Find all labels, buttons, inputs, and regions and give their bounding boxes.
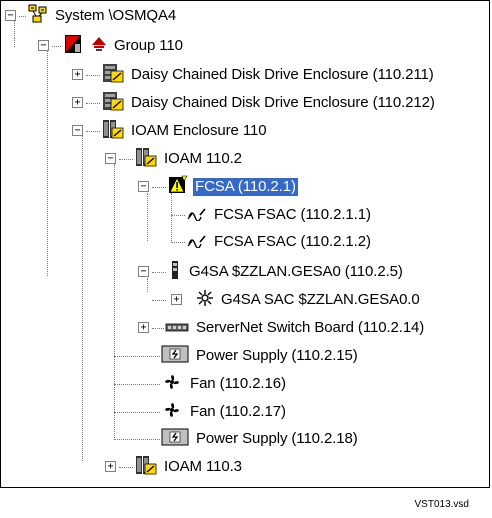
tree-line bbox=[119, 467, 133, 468]
tree-line bbox=[147, 193, 148, 241]
tree-node-disk-enclosure-212[interactable]: Daisy Chained Disk Drive Enclosure (110.… bbox=[102, 91, 437, 115]
fsac-icon bbox=[187, 232, 207, 252]
power-supply-icon bbox=[161, 345, 189, 367]
disk-enclosure-icon bbox=[102, 91, 124, 115]
tree-line bbox=[171, 242, 185, 243]
expand-toggle[interactable]: + bbox=[105, 461, 116, 472]
collapse-toggle[interactable]: − bbox=[138, 181, 149, 192]
expand-toggle[interactable]: + bbox=[171, 294, 182, 305]
tree-node-label: Fan (110.2.17) bbox=[190, 403, 286, 420]
tree-line bbox=[19, 16, 26, 17]
collapse-toggle[interactable]: − bbox=[72, 125, 83, 136]
tree-line bbox=[114, 164, 115, 438]
tree-node-g4sa-sac[interactable]: G4SA SAC $ZZLAN.GESA0.0 bbox=[196, 290, 422, 310]
tree-view: − System \OSMQA4 − bbox=[0, 0, 490, 488]
tree-line bbox=[152, 272, 166, 273]
tree-node-ioam-enclosure[interactable]: IOAM Enclosure 110 bbox=[102, 119, 269, 143]
group-icon bbox=[64, 34, 86, 58]
tree-node-label: IOAM Enclosure 110 bbox=[131, 122, 267, 139]
expand-toggle[interactable]: + bbox=[72, 97, 83, 108]
tree-line bbox=[114, 356, 160, 357]
tree-line bbox=[147, 278, 148, 292]
tree-line bbox=[171, 215, 185, 216]
tree-line bbox=[86, 131, 100, 132]
tree-node-label: FCSA FSAC (110.2.1.1) bbox=[214, 206, 371, 223]
tree-node-label: FCSA (110.2.1) bbox=[193, 178, 298, 196]
tree-node-label: Power Supply (110.2.18) bbox=[196, 430, 358, 447]
tree-line bbox=[14, 21, 15, 38]
collapse-toggle[interactable]: − bbox=[5, 10, 16, 21]
tree-node-power-supply-18[interactable]: Power Supply (110.2.18) bbox=[161, 428, 360, 450]
tree-line bbox=[86, 103, 100, 104]
switch-board-icon bbox=[165, 320, 189, 337]
tree-line bbox=[152, 328, 164, 329]
tree-line bbox=[152, 300, 166, 301]
sac-icon bbox=[196, 289, 214, 311]
fsac-icon bbox=[187, 205, 207, 225]
disk-enclosure-icon bbox=[102, 63, 124, 87]
tree-node-label: Daisy Chained Disk Drive Enclosure (110.… bbox=[131, 94, 435, 111]
tree-line bbox=[171, 193, 172, 241]
collapse-toggle[interactable]: − bbox=[105, 153, 116, 164]
tree-node-system[interactable]: System \OSMQA4 bbox=[28, 4, 178, 28]
tree-line bbox=[119, 159, 133, 160]
tree-line bbox=[14, 38, 15, 47]
tree-node-fsac-1[interactable]: FCSA FSAC (110.2.1.1) bbox=[187, 205, 373, 225]
tree-node-label: ServerNet Switch Board (110.2.14) bbox=[196, 319, 425, 336]
tree-node-label: Daisy Chained Disk Drive Enclosure (110.… bbox=[131, 66, 434, 83]
tree-line bbox=[114, 384, 160, 385]
tree-node-group[interactable]: Group 110 bbox=[64, 34, 185, 58]
tree-line bbox=[52, 46, 61, 47]
tree-line bbox=[86, 75, 100, 76]
tree-node-label: IOAM 110.2 bbox=[164, 150, 242, 167]
g4sa-icon bbox=[168, 260, 182, 284]
tree-node-label: System \OSMQA4 bbox=[55, 7, 177, 24]
tree-node-disk-enclosure-211[interactable]: Daisy Chained Disk Drive Enclosure (110.… bbox=[102, 63, 436, 87]
tree-line bbox=[114, 412, 160, 413]
tree-node-fan-17[interactable]: Fan (110.2.17) bbox=[161, 402, 288, 422]
tree-line bbox=[152, 187, 166, 188]
tree-node-label: G4SA $ZZLAN.GESA0 (110.2.5) bbox=[189, 263, 403, 280]
tree-node-label: IOAM 110.3 bbox=[164, 458, 242, 475]
tree-line bbox=[114, 439, 160, 440]
alert-icon bbox=[91, 36, 107, 56]
tree-node-fcsa[interactable]: FCSA (110.2.1) bbox=[168, 175, 298, 199]
tree-line bbox=[82, 136, 83, 461]
tree-node-label: Group 110 bbox=[114, 37, 183, 54]
tree-node-label: Power Supply (110.2.15) bbox=[196, 347, 358, 364]
tree-node-fsac-2[interactable]: FCSA FSAC (110.2.1.2) bbox=[187, 232, 373, 252]
tree-node-label: Fan (110.2.16) bbox=[190, 375, 286, 392]
fcsa-warning-icon bbox=[168, 175, 188, 199]
collapse-toggle[interactable]: − bbox=[138, 266, 149, 277]
tree-node-g4sa[interactable]: G4SA $ZZLAN.GESA0 (110.2.5) bbox=[168, 260, 405, 284]
fan-icon bbox=[161, 400, 183, 424]
system-icon bbox=[28, 4, 48, 28]
expand-toggle[interactable]: + bbox=[72, 69, 83, 80]
expand-toggle[interactable]: + bbox=[138, 322, 149, 333]
collapse-toggle[interactable]: − bbox=[38, 40, 49, 51]
tree-node-ioam-110-2[interactable]: IOAM 110.2 bbox=[135, 147, 244, 171]
tree-node-fan-16[interactable]: Fan (110.2.16) bbox=[161, 374, 288, 394]
tree-line bbox=[47, 50, 48, 276]
ioam-enclosure-icon bbox=[102, 119, 124, 143]
power-supply-icon bbox=[161, 428, 189, 450]
ioam-icon bbox=[135, 147, 157, 171]
ioam-icon bbox=[135, 455, 157, 479]
tree-node-label: G4SA SAC $ZZLAN.GESA0.0 bbox=[221, 291, 420, 308]
tree-node-switch-board[interactable]: ServerNet Switch Board (110.2.14) bbox=[165, 318, 426, 338]
fan-icon bbox=[161, 372, 183, 396]
tree-node-power-supply-15[interactable]: Power Supply (110.2.15) bbox=[161, 345, 360, 367]
tree-node-ioam-110-3[interactable]: IOAM 110.3 bbox=[135, 455, 244, 479]
tree-node-label: FCSA FSAC (110.2.1.2) bbox=[214, 233, 371, 250]
figure-caption: VST013.vsd bbox=[414, 499, 469, 510]
